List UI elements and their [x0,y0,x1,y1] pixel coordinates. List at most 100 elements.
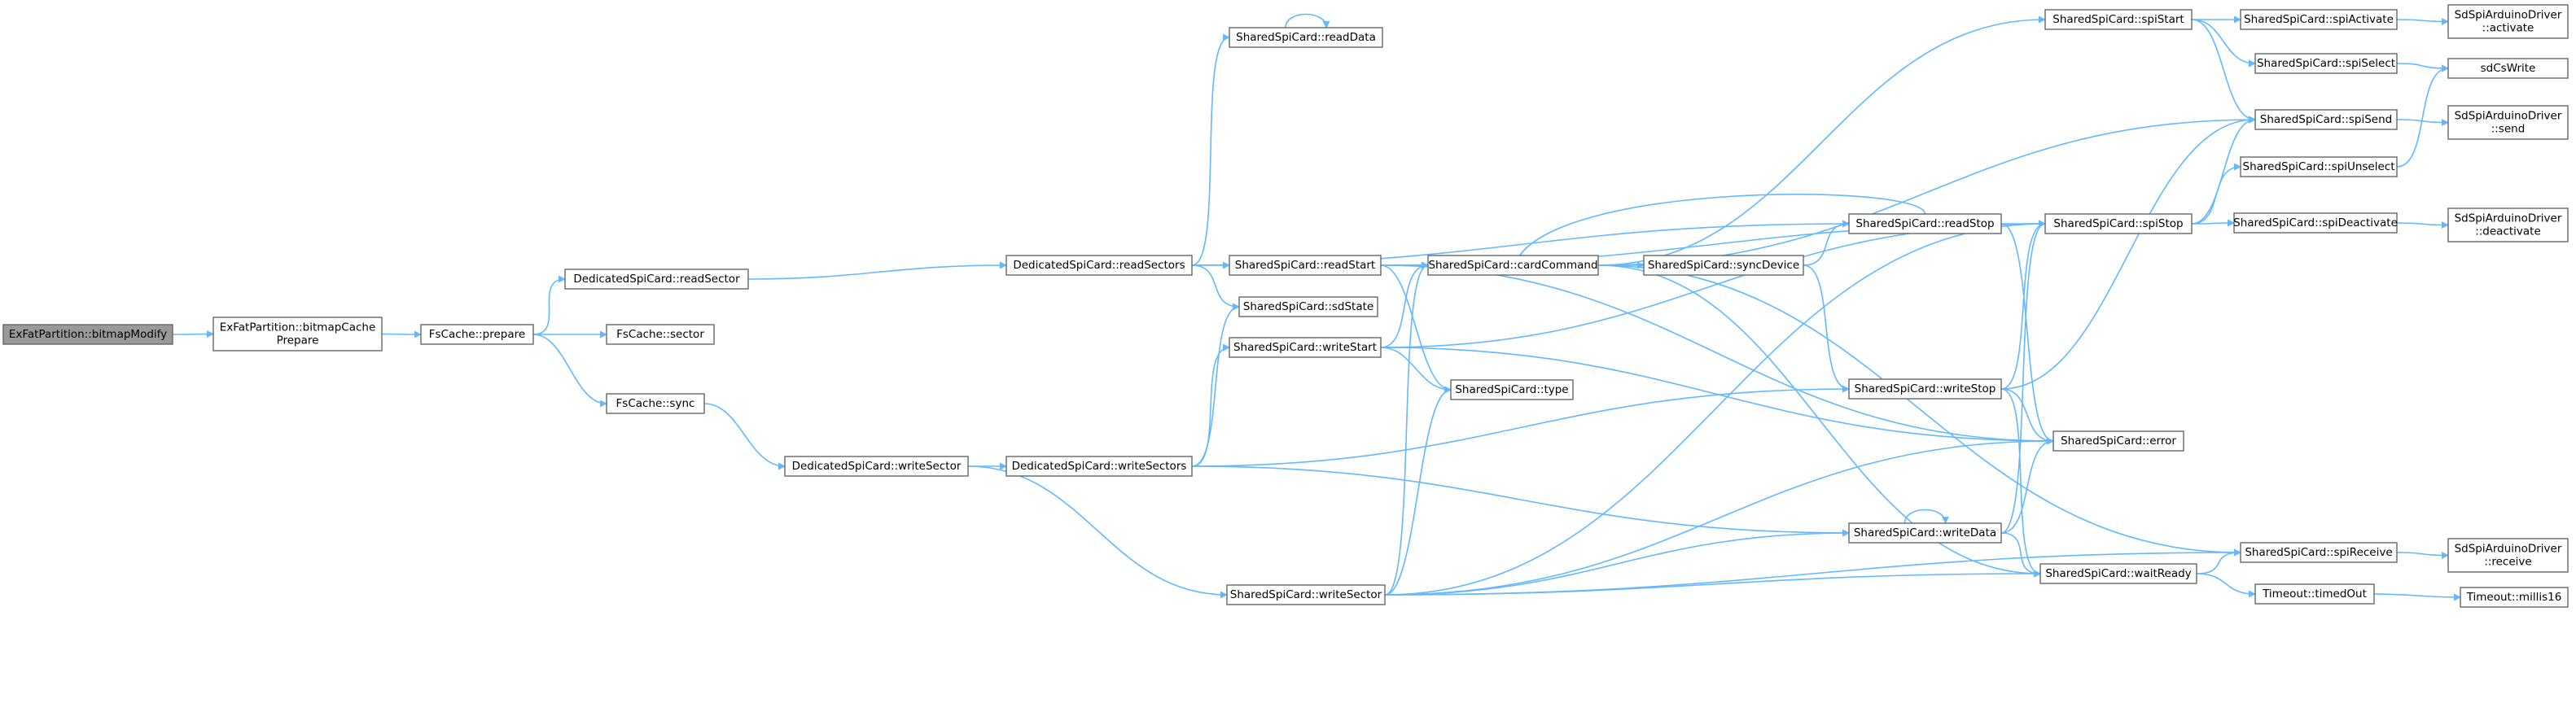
node-box [1005,456,1193,477]
node-read-data[interactable]: SharedSpiCard::readData [1229,27,1383,48]
node-box [606,393,705,414]
edge-write-start-to-spi-stop [1380,220,2046,348]
node-label: Timeout::timedOut [2262,587,2367,601]
node-label: SharedSpiCard::waitReady [2045,567,2191,580]
node-read-sector[interactable]: DedicatedSpiCard::readSector [564,269,749,290]
node-spi-start[interactable]: SharedSpiCard::spiStart [2044,9,2193,30]
node-label: SharedSpiCard::readStop [1855,217,1994,230]
node-spi-activate[interactable]: SharedSpiCard::spiActivate [2240,9,2398,30]
node-shared-write-sector[interactable]: SharedSpiCard::writeSector [1226,584,1386,605]
edge-write-stop-to-wait-ready [2000,388,2041,578]
node-label: ExFatPartition::bitmapCache [220,321,376,334]
edge-spi-deactivate-to-deactivate [2396,221,2449,229]
node-box [564,269,749,290]
node-sync-device[interactable]: SharedSpiCard::syncDevice [1643,255,1804,276]
node-spi-send[interactable]: SharedSpiCard::spiSend [2254,109,2398,130]
edge-spi-start-to-spi-select [2191,19,2256,68]
node-box [1229,337,1382,358]
node-box [1848,378,2002,400]
node-box [1226,584,1386,605]
node-timed-out[interactable]: Timeout::timedOut [2254,583,2375,605]
edge-spi-stop-to-spi-deactivate [2191,219,2235,227]
node-label: ExFatPartition::bitmapModify [9,328,167,341]
node-deactivate[interactable]: SdSpiArduinoDriver::deactivate [2447,207,2569,242]
node-spi-deactivate[interactable]: SharedSpiCard::spiDeactivate [2233,212,2398,234]
node-write-start[interactable]: SharedSpiCard::writeStart [1229,337,1382,358]
edge-shared-write-sector-to-type [1384,386,1452,596]
edge-spi-send-to-send [2396,118,2449,126]
node-sd-cs-write[interactable]: sdCsWrite [2447,58,2569,79]
node-write-data[interactable]: SharedSpiCard::writeData [1848,522,2002,544]
edge-read-sector-to-read-sectors [747,261,1007,280]
node-write-stop[interactable]: SharedSpiCard::writeStop [1848,378,2002,400]
node-spi-stop[interactable]: SharedSpiCard::spiStop [2044,213,2193,234]
edge-write-sectors-to-write-data [1191,465,1850,537]
edge-sync-device-to-read-stop [1803,220,1850,266]
edge-write-stop-to-error [2000,388,2054,445]
node-write-sectors[interactable]: DedicatedSpiCard::writeSectors [1005,456,1193,477]
node-write-sector[interactable]: DedicatedSpiCard::writeSector [784,456,969,477]
node-bitmap-modify[interactable]: ExFatPartition::bitmapModify [2,324,173,345]
edge-write-sectors-to-sd-state [1191,303,1240,467]
node-spi-select[interactable]: SharedSpiCard::spiSelect [2254,53,2398,74]
node-label: FsCache::prepare [429,328,525,341]
edge-bitmap-modify-to-bitmap-cache-prepare [172,330,214,338]
node-label: SharedSpiCard::readData [1236,31,1376,44]
edge-spi-select-to-sd-cs-write [2396,63,2449,72]
edge-shared-write-sector-to-wait-ready [1384,570,2041,596]
node-box [2447,105,2569,140]
node-millis16[interactable]: Timeout::millis16 [2460,587,2569,608]
node-box [2460,587,2569,608]
node-box [1005,255,1193,276]
edge-write-data-to-wait-ready [2000,532,2041,578]
edges [172,13,2461,601]
node-box [2254,53,2398,74]
node-receive[interactable]: SdSpiArduinoDriver::receive [2447,538,2569,573]
edge-timed-out-to-millis16 [2373,593,2461,601]
node-read-stop[interactable]: SharedSpiCard::readStop [1848,213,2002,234]
edge-card-command-to-wait-ready [1597,264,2041,578]
node-send[interactable]: SdSpiArduinoDriver::send [2447,105,2569,140]
node-box [2240,9,2398,30]
node-label: SharedSpiCard::cardCommand [1428,259,1597,272]
node-wait-ready[interactable]: SharedSpiCard::waitReady [2039,563,2197,584]
node-label: SharedSpiCard::writeSector [1230,588,1382,601]
node-box [606,324,715,345]
node-box [2447,4,2569,39]
node-label: DedicatedSpiCard::writeSector [792,460,962,473]
node-error[interactable]: SharedSpiCard::error [2052,430,2184,452]
node-label: Timeout::millis16 [2466,591,2562,604]
node-type[interactable]: SharedSpiCard::type [1450,379,1574,400]
edge-prepare-to-sync [532,334,607,408]
node-box [1238,296,1378,317]
node-label: SharedSpiCard::spiStop [2053,217,2183,230]
edge-spi-stop-to-spi-send [2191,116,2256,225]
edge-write-data-to-error [2000,437,2054,534]
edge-shared-write-sector-to-spi-receive [1384,548,2241,596]
node-spi-unselect[interactable]: SharedSpiCard::spiUnselect [2240,156,2398,177]
node-sector[interactable]: FsCache::sector [606,324,715,345]
node-label: SharedSpiCard::spiSelect [2257,57,2395,70]
node-activate[interactable]: SdSpiArduinoDriver::activate [2447,4,2569,39]
node-prepare[interactable]: FsCache::prepare [420,324,534,345]
edge-shared-write-sector-to-error [1384,437,2054,596]
edge-write-data-to-spi-stop [2000,220,2046,534]
node-label: SdSpiArduinoDriver [2455,9,2562,22]
node-box [2240,542,2398,563]
edge-wait-ready-to-timed-out [2196,573,2256,598]
node-read-start[interactable]: SharedSpiCard::readStart [1229,255,1382,276]
node-read-sectors[interactable]: DedicatedSpiCard::readSectors [1005,255,1193,276]
node-label: SharedSpiCard::writeData [1854,526,1996,539]
node-sync[interactable]: FsCache::sync [606,393,705,414]
node-sd-state[interactable]: SharedSpiCard::sdState [1238,296,1378,317]
node-box [2447,207,2569,242]
edge-card-command-to-spi-send [1597,116,2256,266]
nodes: ExFatPartition::bitmapModify ExFatPartiti… [2,4,2569,608]
node-box [212,317,383,352]
node-card-command[interactable]: SharedSpiCard::cardCommand [1427,255,1599,276]
node-spi-receive[interactable]: SharedSpiCard::spiReceive [2240,542,2398,563]
node-label: SharedSpiCard::writeStop [1855,382,1996,395]
edge-read-data-to-read-data [1285,13,1330,28]
node-box [1643,255,1804,276]
